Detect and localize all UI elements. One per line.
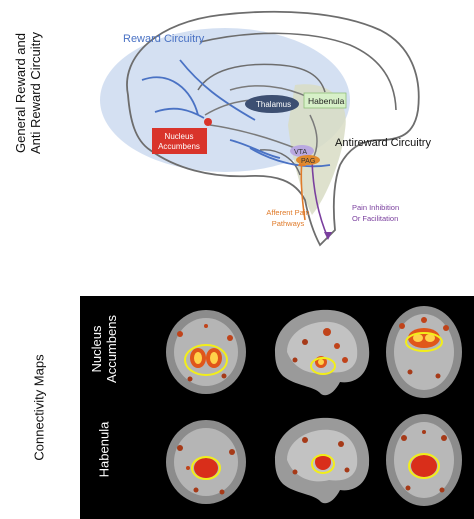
- nucleus-label-line2: Accumbens: [158, 142, 200, 151]
- vta-label: VTA: [294, 149, 307, 156]
- nucleus-accumbens-coronal-map: [166, 310, 246, 394]
- afferent-label-line1: Afferent Pain: [266, 208, 309, 217]
- reward-circuitry-label: Reward Circuitry: [123, 33, 205, 45]
- habenula-row-label: Habenula: [96, 421, 112, 478]
- habenula-coronal-map: [166, 420, 246, 504]
- antireward-label: Antireward Circuitry: [335, 137, 431, 149]
- connectivity-maps-side-label: Connectivity Maps: [31, 354, 47, 461]
- brain-outline: [126, 10, 420, 247]
- circuitry-diagram: Reward Circuitry Thalamus Habenula Nucle…: [100, 10, 431, 247]
- corpus-callosum-line: [199, 32, 397, 111]
- row1-label-line1: Nucleus: [89, 325, 104, 373]
- habenula-sagittal-map: [275, 417, 370, 504]
- pain-label-line2: Or Facilitation: [352, 214, 398, 223]
- connectivity-maps-panel: Nucleus Accumbens Habenula: [80, 296, 474, 519]
- row1-label-line2: Accumbens: [104, 315, 119, 383]
- thalamus-oval: [245, 95, 299, 113]
- nucleus-label-line1: Nucleus: [165, 132, 194, 141]
- pag-oval: [296, 155, 320, 165]
- pag-label: PAG: [301, 158, 315, 165]
- afferent-label-line2: Pathways: [272, 219, 305, 228]
- thalamus-label: Thalamus: [256, 100, 291, 109]
- nucleus-accumbens-sagittal-map: [275, 309, 370, 396]
- side-label-line-2: Anti Reward Circuitry: [28, 31, 43, 155]
- inner-arc-line: [197, 63, 326, 93]
- reward-circuitry-side-label: General Reward and Anti Reward Circuitry: [13, 13, 43, 173]
- nucleus-accumbens-row-label: Nucleus Accumbens: [89, 309, 119, 389]
- habenula-axial-map: [386, 414, 462, 506]
- vta-oval: [290, 145, 314, 157]
- reward-arrows: [141, 59, 331, 168]
- reward-node-dot: [204, 118, 212, 126]
- side-label-line-1: General Reward and: [13, 33, 28, 153]
- nucleus-accumbens-axial-map: [386, 306, 462, 398]
- midbrain-line: [259, 149, 301, 176]
- pain-label-line1: Pain Inhibition: [352, 203, 399, 212]
- habenula-label: Habenula: [308, 96, 345, 106]
- descending-arrowhead: [324, 232, 332, 240]
- habenula-box: [303, 92, 347, 109]
- nucleus-accumbens-box: [152, 128, 207, 154]
- descending-pathway: [311, 159, 329, 239]
